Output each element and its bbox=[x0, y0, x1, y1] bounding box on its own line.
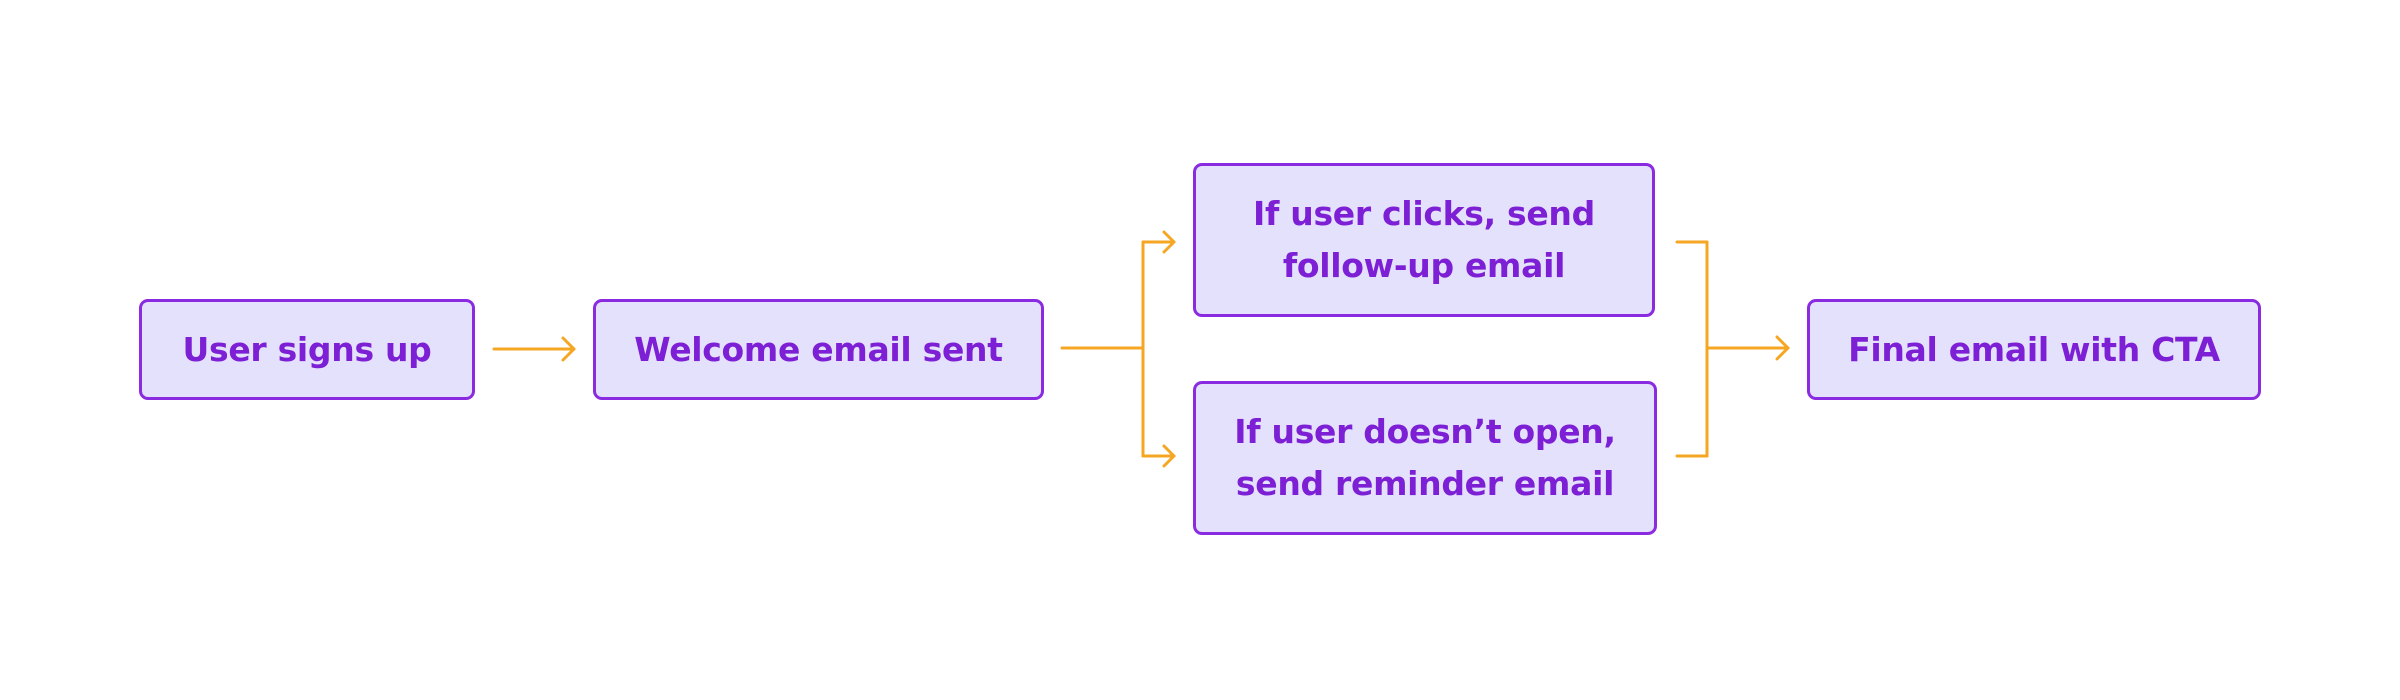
connector-split-n4 bbox=[1141, 444, 1176, 468]
connector-split-n3 bbox=[1141, 230, 1176, 254]
node-if-user-clicks: If user clicks, send follow-up email bbox=[1193, 163, 1655, 317]
connector-n1-n2 bbox=[492, 336, 576, 362]
connector-merge-n5 bbox=[1675, 240, 1790, 458]
node-label-line2: send reminder email bbox=[1235, 464, 1615, 503]
node-label-line1: Welcome email sent bbox=[634, 329, 1003, 369]
node-label-line1: User signs up bbox=[182, 329, 432, 369]
node-final-email-with-cta: Final email with CTA bbox=[1807, 299, 2261, 400]
node-user-signs-up: User signs up bbox=[139, 299, 475, 400]
node-label-line2: follow-up email bbox=[1282, 246, 1566, 285]
connector-n2-split bbox=[1060, 240, 1145, 458]
node-label-line1: Final email with CTA bbox=[1848, 329, 2220, 369]
node-label-line1: If user clicks, send bbox=[1253, 194, 1595, 233]
node-if-user-doesnt-open: If user doesn’t open, send reminder emai… bbox=[1193, 381, 1657, 535]
node-label-line1: If user doesn’t open, bbox=[1234, 412, 1616, 451]
node-welcome-email-sent: Welcome email sent bbox=[593, 299, 1044, 400]
